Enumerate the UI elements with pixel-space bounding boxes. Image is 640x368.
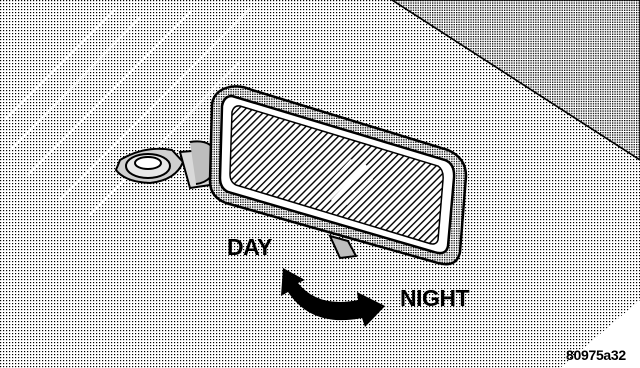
figure-code: 80975a32 (566, 348, 626, 362)
day-label: DAY (227, 236, 272, 259)
night-label: NIGHT (400, 287, 469, 310)
